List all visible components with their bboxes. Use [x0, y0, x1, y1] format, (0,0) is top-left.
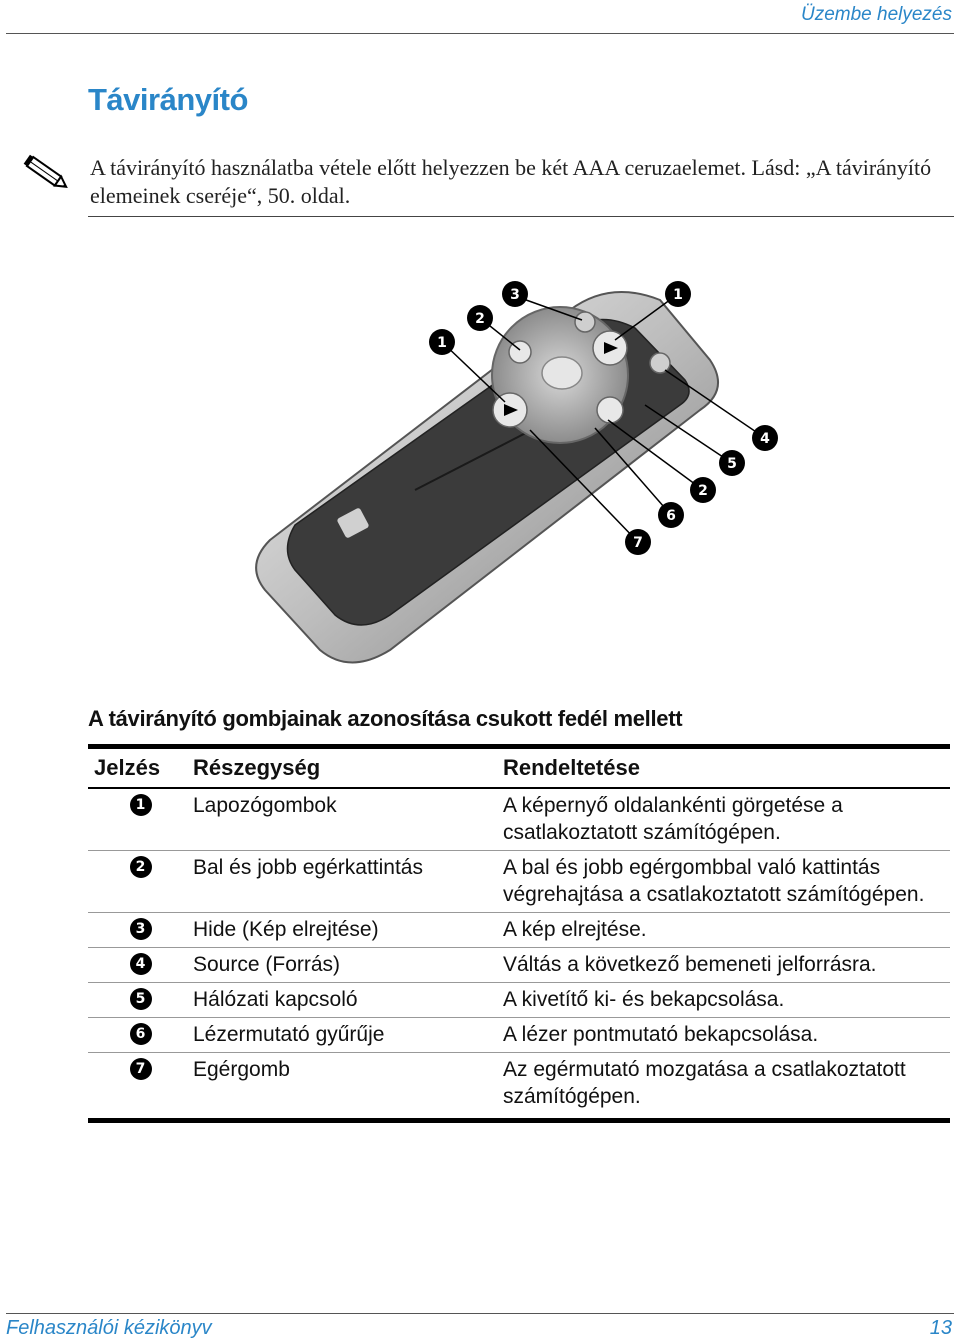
page-number: 13 [929, 1317, 952, 1339]
purpose-cell: A bal és jobb egérgombbal való kattintás… [503, 856, 925, 906]
svg-text:1: 1 [673, 287, 683, 303]
table-row: 5 Hálózati kapcsoló A kivetítő ki- és be… [88, 983, 950, 1018]
svg-text:2: 2 [475, 311, 485, 327]
note-divider [88, 216, 954, 217]
mark-badge: 4 [129, 953, 152, 975]
running-header: Üzembe helyezés [800, 4, 952, 25]
callout-2a: 2 [467, 305, 493, 331]
purpose-cell: A lézer pontmutató bekapcsolása. [503, 1023, 819, 1046]
header-part: Részegység [193, 755, 321, 780]
svg-text:1: 1 [437, 335, 447, 351]
callout-3: 3 [502, 281, 528, 307]
svg-text:2: 2 [698, 483, 708, 499]
part-cell: Lézermutató gyűrűje [193, 1023, 385, 1046]
part-cell: Bal és jobb egérkattintás [193, 856, 423, 879]
svg-text:3: 3 [510, 287, 520, 303]
purpose-cell: Az egérmutató mozgatása a csatlakoztatot… [503, 1058, 906, 1108]
svg-text:6: 6 [666, 508, 676, 524]
purpose-cell: A kivetítő ki- és bekapcsolása. [503, 988, 785, 1011]
mark-badge: 1 [129, 794, 152, 816]
table-row: 3 Hide (Kép elrejtése) A kép elrejtése. [88, 913, 950, 948]
table-row: 1 Lapozógombok A képernyő oldalankénti g… [88, 789, 950, 851]
header-purpose: Rendeltetése [503, 755, 640, 780]
footer-manual-title: Felhasználói kézikönyv [6, 1317, 212, 1339]
part-cell: Lapozógombok [193, 794, 337, 817]
part-cell: Source (Forrás) [193, 953, 341, 976]
purpose-cell: A képernyő oldalankénti görgetése a csat… [503, 794, 843, 844]
mark-badge: 2 [129, 856, 152, 878]
page-title: Távirányító [88, 82, 248, 117]
part-cell: Hide (Kép elrejtése) [193, 918, 379, 941]
mark-badge: 7 [129, 1058, 152, 1080]
purpose-cell: Váltás a következő bemeneti jelforrásra. [503, 953, 877, 976]
table-row: 2 Bal és jobb egérkattintás A bal és job… [88, 851, 950, 913]
table-row: 4 Source (Forrás) Váltás a következő bem… [88, 948, 950, 983]
table-caption: A távirányító gombjainak azonosítása csu… [88, 706, 683, 731]
mark-badge: 6 [129, 1023, 152, 1045]
callout-7: 7 [625, 529, 651, 555]
pencil-icon [22, 152, 72, 201]
note-text: A távirányító használatba vétele előtt h… [90, 155, 932, 208]
mark-badge: 3 [129, 918, 152, 940]
remote-control-figure: 1 2 3 1 4 5 2 6 7 [240, 270, 800, 675]
callout-5: 5 [719, 450, 745, 476]
svg-text:7: 7 [633, 535, 643, 551]
part-cell: Hálózati kapcsoló [193, 988, 358, 1011]
table-header-row: Jelzés Részegység Rendeltetése [88, 749, 950, 789]
remote-face [286, 318, 690, 626]
callout-6: 6 [658, 502, 684, 528]
mark-badge: 5 [129, 988, 152, 1010]
callout-2b: 2 [690, 477, 716, 503]
table-row: 6 Lézermutató gyűrűje A lézer pontmutató… [88, 1018, 950, 1053]
callout-1b: 1 [665, 281, 691, 307]
hp-logo [337, 508, 369, 538]
svg-text:5: 5 [727, 456, 737, 472]
callout-1a: 1 [429, 329, 455, 355]
callout-4: 4 [752, 425, 778, 451]
svg-text:4: 4 [760, 431, 770, 447]
table-row: 7 Egérgomb Az egérmutató mozgatása a csa… [88, 1053, 950, 1118]
part-cell: Egérgomb [193, 1058, 290, 1081]
header-divider [6, 33, 954, 34]
purpose-cell: A kép elrejtése. [503, 918, 647, 941]
footer-divider [6, 1313, 954, 1314]
button-table: Jelzés Részegység Rendeltetése 1 Lapozóg… [88, 744, 950, 1123]
header-mark: Jelzés [94, 755, 161, 780]
